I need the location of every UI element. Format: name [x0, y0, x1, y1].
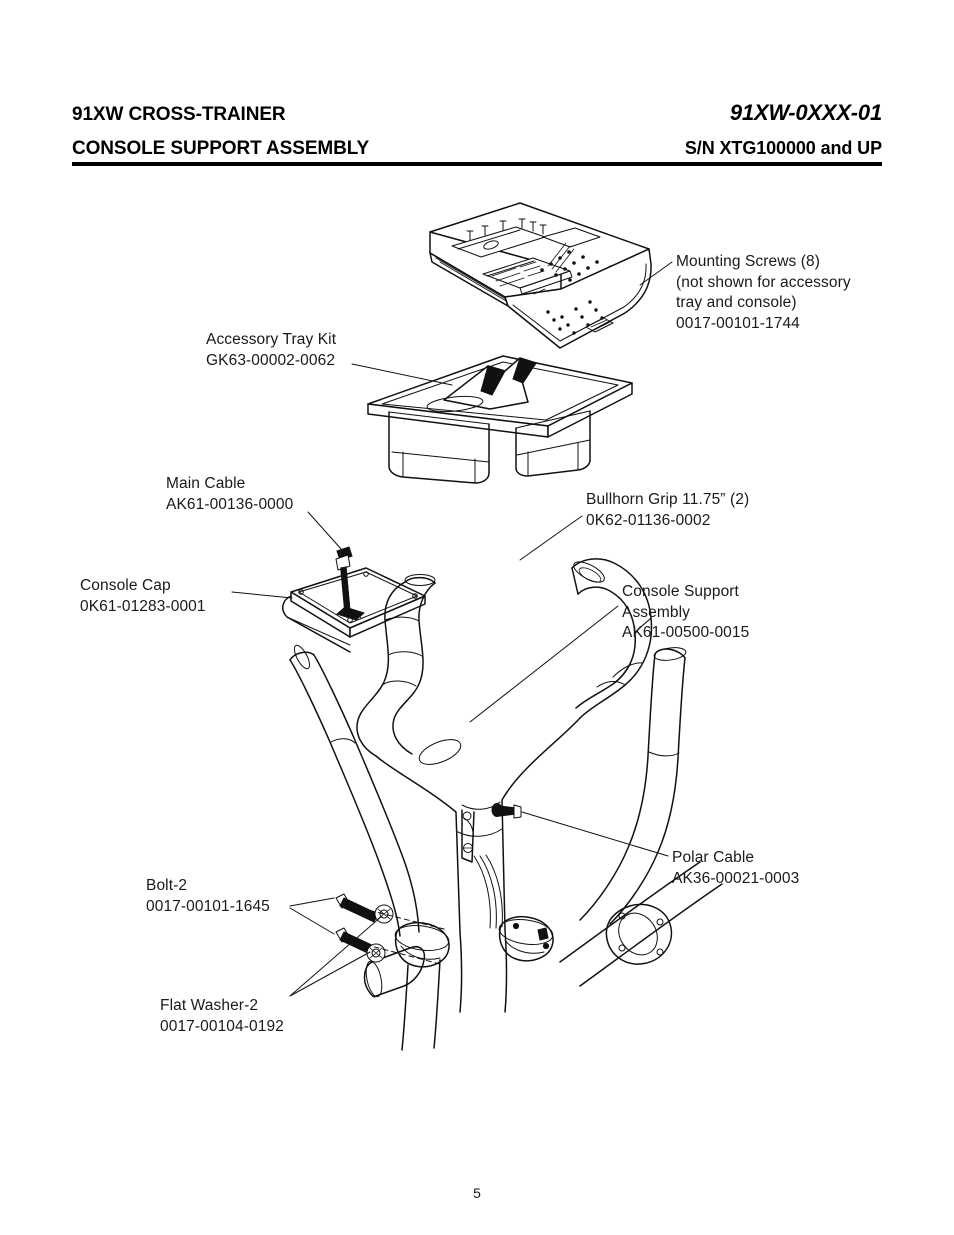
- page-header: 91XW CROSS-TRAINER 91XW-0XXX-01 CONSOLE …: [72, 100, 882, 160]
- leader-lines: [231, 261, 673, 997]
- polar-cable-graphic: [473, 854, 503, 929]
- callout-accessory-tray-kit: Accessory Tray Kit GK63-00002-0062: [206, 331, 337, 369]
- console-support-post-graphic: [375, 717, 581, 933]
- callout-mounting-screws: Mounting Screws (8) (not shown for acces…: [676, 253, 851, 332]
- assembly-title: CONSOLE SUPPORT ASSEMBLY: [72, 138, 370, 159]
- header-row-primary: 91XW CROSS-TRAINER 91XW-0XXX-01: [72, 100, 882, 126]
- console-cap-graphic: [282, 567, 426, 653]
- header-row-secondary: CONSOLE SUPPORT ASSEMBLY S/N XTG100000 a…: [72, 138, 882, 160]
- accessory-tray-graphic: [367, 355, 633, 484]
- header-divider: [72, 162, 882, 166]
- console-graphic: [429, 202, 652, 349]
- callout-main-cable: Main Cable AK61-00136-0000: [166, 475, 294, 513]
- callout-console-support-assembly: Console Support Assembly AK61-00500-0015: [622, 583, 750, 641]
- bolt-hardware-graphic: [335, 893, 379, 957]
- callout-flat-washer-2: Flat Washer-2 0017-00104-0192: [160, 997, 284, 1035]
- callout-console-cap: Console Cap 0K61-01283-0001: [80, 577, 206, 615]
- callout-bullhorn-grip: Bullhorn Grip 11.75” (2) 0K62-01136-0002: [586, 491, 750, 529]
- product-title: 91XW CROSS-TRAINER: [72, 104, 286, 125]
- assembly-axis-lines: [347, 905, 449, 965]
- bullhorn-grips-graphic: [356, 558, 653, 757]
- callout-polar-cable: Polar Cable AK36-00021-0003: [672, 849, 800, 887]
- model-number: 91XW-0XXX-01: [729, 100, 882, 125]
- serial-number-range: S/N XTG100000 and UP: [684, 138, 882, 158]
- page-number: 5: [473, 1185, 481, 1201]
- main-cable-graphic: [335, 546, 353, 613]
- lower-frame-graphic: [289, 644, 723, 1051]
- callout-bolt-2: Bolt-2 0017-00101-1645: [146, 877, 270, 915]
- flat-washer-graphic: [366, 904, 394, 963]
